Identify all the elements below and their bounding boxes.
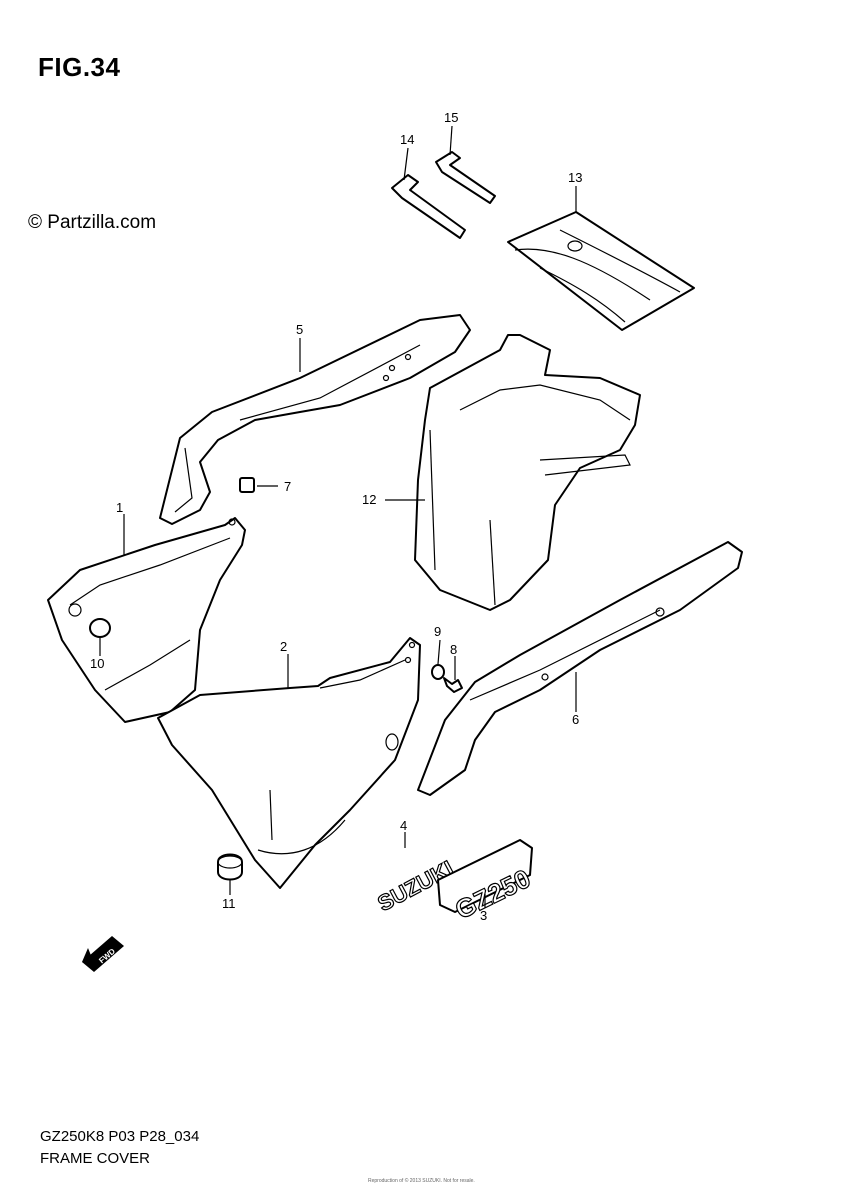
callout-12: 12	[362, 492, 376, 507]
figure-title: FIG.34	[38, 52, 121, 82]
part-13-tool-bag	[507, 211, 695, 331]
callout-9: 9	[434, 624, 441, 639]
callout-7: 7	[284, 479, 291, 494]
callout-6: 6	[572, 712, 579, 727]
callout-13: 13	[568, 170, 582, 185]
callout-8: 8	[450, 642, 457, 657]
part-15-hex-wrench	[435, 151, 496, 204]
forward-arrow-icon: FWD	[82, 936, 124, 972]
callout-5: 5	[296, 322, 303, 337]
callout-11: 11	[222, 896, 236, 911]
part-12-inner-cover	[414, 334, 641, 611]
part-5-frame-cover-upper	[159, 314, 471, 525]
part-2-side-cover	[157, 637, 421, 889]
callout-2: 2	[280, 639, 287, 654]
part-11-grommet	[217, 853, 243, 881]
part-14-hex-wrench	[391, 174, 466, 239]
callout-10: 10	[90, 656, 104, 671]
part-9-washer	[431, 664, 445, 680]
fine-print: Reproduction of © 2013 SUZUKI. Not for r…	[368, 1178, 475, 1184]
part-10-grommet	[89, 618, 111, 638]
part-6-frame-cover-lower	[417, 541, 743, 796]
part-7-grommet	[239, 477, 255, 493]
callout-15: 15	[444, 110, 458, 125]
copyright-notice: © Partzilla.com	[28, 212, 157, 233]
model-code: GZ250K8 P03 P28_034	[40, 1128, 200, 1145]
callout-3: 3	[480, 908, 487, 923]
part-1-frame-cover-left	[47, 517, 246, 723]
callout-14: 14	[400, 132, 414, 147]
section-title: FRAME COVER	[40, 1150, 151, 1167]
callout-numbers: 1 2 3 4 5 6 7 8 9 10 11 12 13 14 15	[90, 110, 582, 923]
part-8-bolt	[443, 677, 463, 693]
callout-1: 1	[116, 500, 123, 515]
leader-lines	[99, 125, 577, 908]
callout-4: 4	[400, 818, 407, 833]
